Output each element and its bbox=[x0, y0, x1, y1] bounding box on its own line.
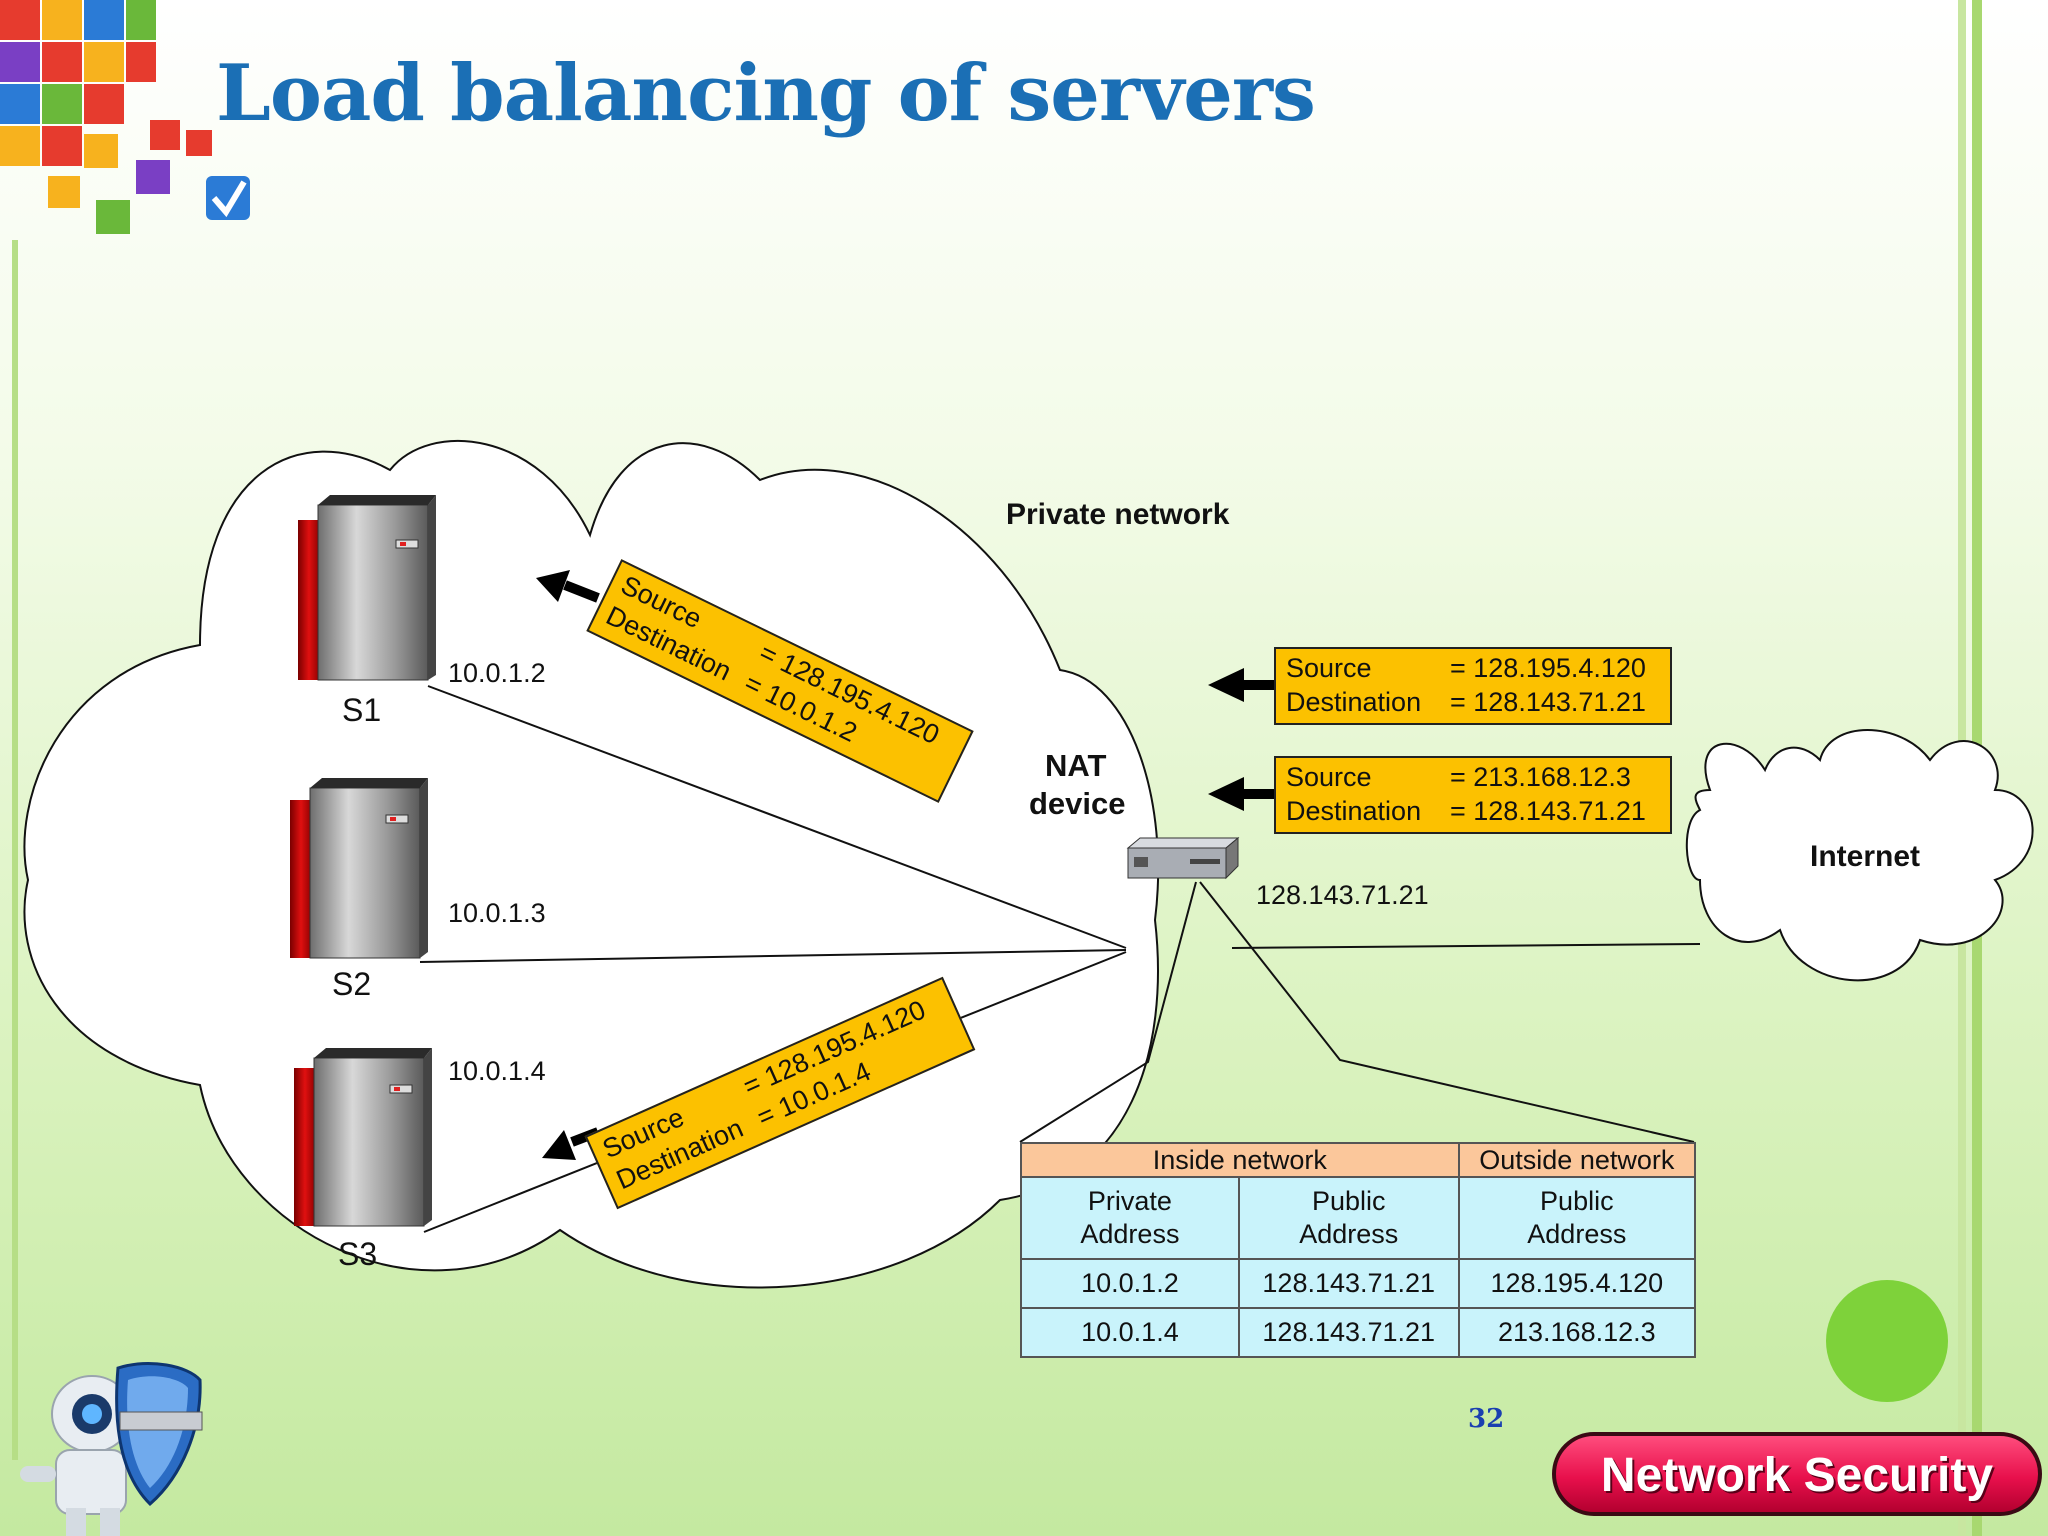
server-s3-icon bbox=[294, 1048, 432, 1227]
nat-router-icon bbox=[1126, 836, 1240, 880]
server-s1-label: S1 bbox=[342, 692, 382, 728]
table-cell: 10.0.1.2 bbox=[1020, 1258, 1240, 1309]
column-header-private-address: Private Address bbox=[1020, 1176, 1240, 1260]
column-header-line2: Address bbox=[1080, 1219, 1180, 1249]
callout-lines bbox=[1019, 881, 1197, 1143]
packet-in-2: Source = 213.168.12.3 Destination = 128.… bbox=[1274, 756, 1672, 834]
callout-lines-right bbox=[1199, 881, 1695, 1143]
column-header-inside-public-address: Public Address bbox=[1237, 1176, 1460, 1260]
table-cell: 10.0.1.4 bbox=[1020, 1307, 1240, 1358]
table-column-header-row: Private Address Public Address Public Ad… bbox=[1020, 1176, 1697, 1260]
link-nat-internet bbox=[1231, 943, 1701, 949]
network-security-badge: Network Security bbox=[1552, 1432, 2042, 1516]
green-circle-decoration-icon bbox=[1826, 1280, 1948, 1402]
packet-in-1: Source = 128.195.4.120 Destination = 128… bbox=[1274, 647, 1672, 725]
packet-in-1-dest-value: = 128.143.71.21 bbox=[1450, 687, 1646, 717]
private-network-label: Private network bbox=[1006, 498, 1230, 531]
link-nat-s2 bbox=[419, 949, 1127, 963]
server-s1-ip: 10.0.1.2 bbox=[448, 658, 546, 688]
arrow-in-2-icon bbox=[1208, 777, 1276, 811]
column-header-line2: Address bbox=[1527, 1219, 1627, 1249]
column-header-line1: Private bbox=[1087, 1186, 1172, 1216]
table-row: 10.0.1.2 128.143.71.21 128.195.4.120 bbox=[1020, 1258, 1697, 1309]
outside-network-header: Outside network bbox=[1457, 1142, 1697, 1178]
table-group-header-row: Inside network Outside network bbox=[1020, 1142, 1697, 1178]
nat-translation-table: Inside network Outside network Private A… bbox=[1020, 1142, 1697, 1358]
inside-network-header: Inside network bbox=[1020, 1142, 1460, 1178]
slide-title: Load balancing of servers bbox=[216, 48, 1316, 139]
nat-device-label-line2: device bbox=[1029, 786, 1126, 821]
table-row: 10.0.1.4 128.143.71.21 213.168.12.3 bbox=[1020, 1307, 1697, 1358]
column-header-line1: Public bbox=[1311, 1186, 1386, 1216]
column-header-line2: Address bbox=[1299, 1219, 1399, 1249]
packet-in-2-dest-value: = 128.143.71.21 bbox=[1450, 796, 1646, 826]
packet-in-2-dest-label: Destination bbox=[1286, 796, 1422, 826]
packet-in-1-dest-label: Destination bbox=[1286, 687, 1422, 717]
nat-device-label-line1: NAT bbox=[1045, 748, 1107, 783]
packet-in-2-source-label: Source bbox=[1286, 762, 1372, 792]
left-border-stripe bbox=[12, 240, 18, 1460]
server-s2-label: S2 bbox=[332, 966, 372, 1002]
server-s3-ip: 10.0.1.4 bbox=[448, 1056, 546, 1086]
colored-cubes-logo-icon bbox=[0, 0, 250, 234]
column-header-outside-public-address: Public Address bbox=[1457, 1176, 1697, 1260]
arrow-in-1-icon bbox=[1208, 668, 1276, 702]
internet-label: Internet bbox=[1810, 840, 1921, 873]
packet-in-1-source-value: = 128.195.4.120 bbox=[1450, 653, 1646, 683]
nat-public-ip: 128.143.71.21 bbox=[1256, 880, 1429, 910]
table-cell: 128.143.71.21 bbox=[1237, 1307, 1460, 1358]
column-header-line1: Public bbox=[1540, 1186, 1614, 1216]
table-cell: 128.143.71.21 bbox=[1237, 1258, 1460, 1309]
server-s2-icon bbox=[290, 778, 428, 959]
security-robot-icon bbox=[20, 1362, 203, 1536]
server-s1-icon bbox=[298, 495, 436, 681]
arrow-out-s1-icon bbox=[536, 570, 600, 603]
server-s2-ip: 10.0.1.3 bbox=[448, 898, 546, 928]
packet-in-2-source-value: = 213.168.12.3 bbox=[1450, 762, 1631, 792]
link-nat-s1 bbox=[427, 685, 1127, 949]
server-s3-label: S3 bbox=[338, 1236, 378, 1272]
private-network-cloud bbox=[23, 439, 1160, 1289]
page-number: 32 bbox=[1468, 1404, 1505, 1434]
table-cell: 213.168.12.3 bbox=[1457, 1307, 1697, 1358]
network-security-badge-text: Network Security bbox=[1600, 1449, 1994, 1502]
table-cell: 128.195.4.120 bbox=[1457, 1258, 1697, 1309]
internet-cloud bbox=[1685, 729, 2034, 982]
packet-in-1-source-label: Source bbox=[1286, 653, 1372, 683]
